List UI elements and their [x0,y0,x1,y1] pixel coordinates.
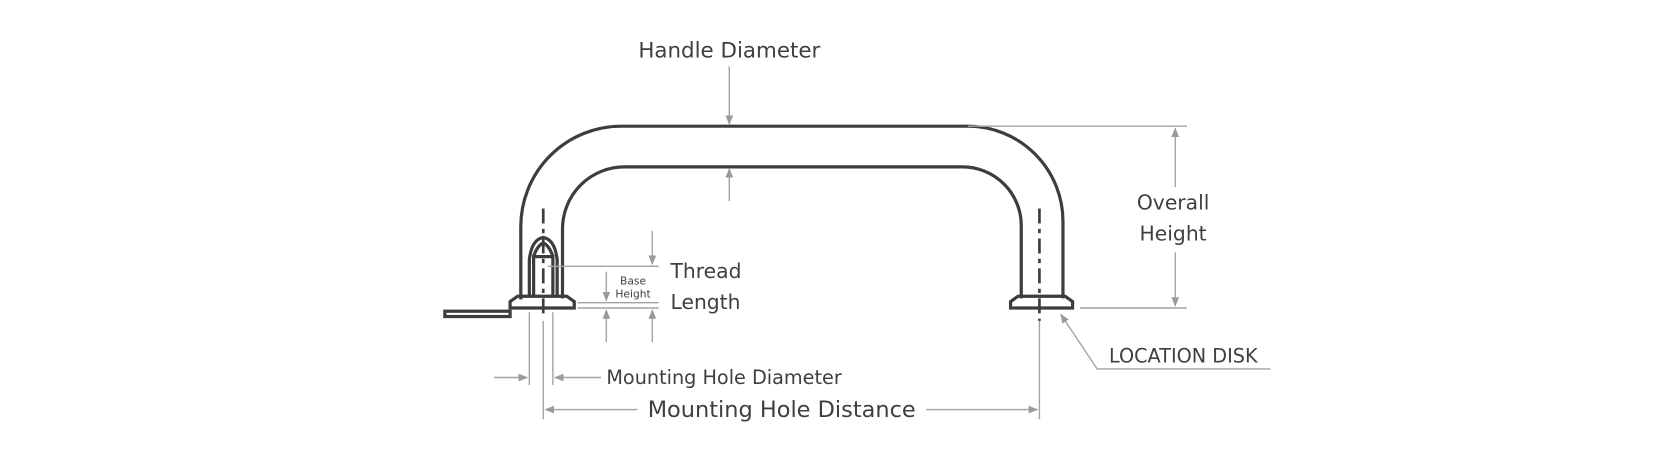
handle-outer-outline [519,124,1065,300]
mounting-hole-diameter-label: Mounting Hole Diameter [606,366,842,389]
mounting-hole-diameter-dimension: Mounting Hole Diameter [494,312,842,389]
thread-length-dimension: Thread Length [547,230,742,343]
right-base [1008,208,1075,321]
location-disk-label: LOCATION DISK [1109,345,1259,368]
base-height-dimension: Base Height [602,271,651,343]
thread-length-label-line2: Length [671,290,741,314]
left-base [443,208,576,319]
threaded-insert [527,235,559,297]
thread-length-label-line1: Thread [670,259,742,283]
overall-height-dimension: Overall Height [967,125,1210,309]
mounting-plate [443,309,512,319]
left-location-disk [508,294,576,310]
handle-diameter-dimension: Handle Diameter [638,39,821,202]
overall-height-label-line1: Overall [1137,191,1210,215]
location-disk-callout: LOCATION DISK [1060,313,1271,370]
handle-body [519,124,1065,300]
mounting-hole-distance-label: Mounting Hole Distance [648,397,916,423]
base-height-label-line1: Base [620,274,646,287]
mounting-hole-distance-dimension: Mounting Hole Distance [542,320,1041,423]
overall-height-label-line2: Height [1140,222,1207,246]
handle-inner-outline [560,165,1023,299]
handle-diameter-label: Handle Diameter [638,39,820,64]
base-height-label-line2: Height [615,287,650,300]
right-location-disk [1008,294,1075,310]
